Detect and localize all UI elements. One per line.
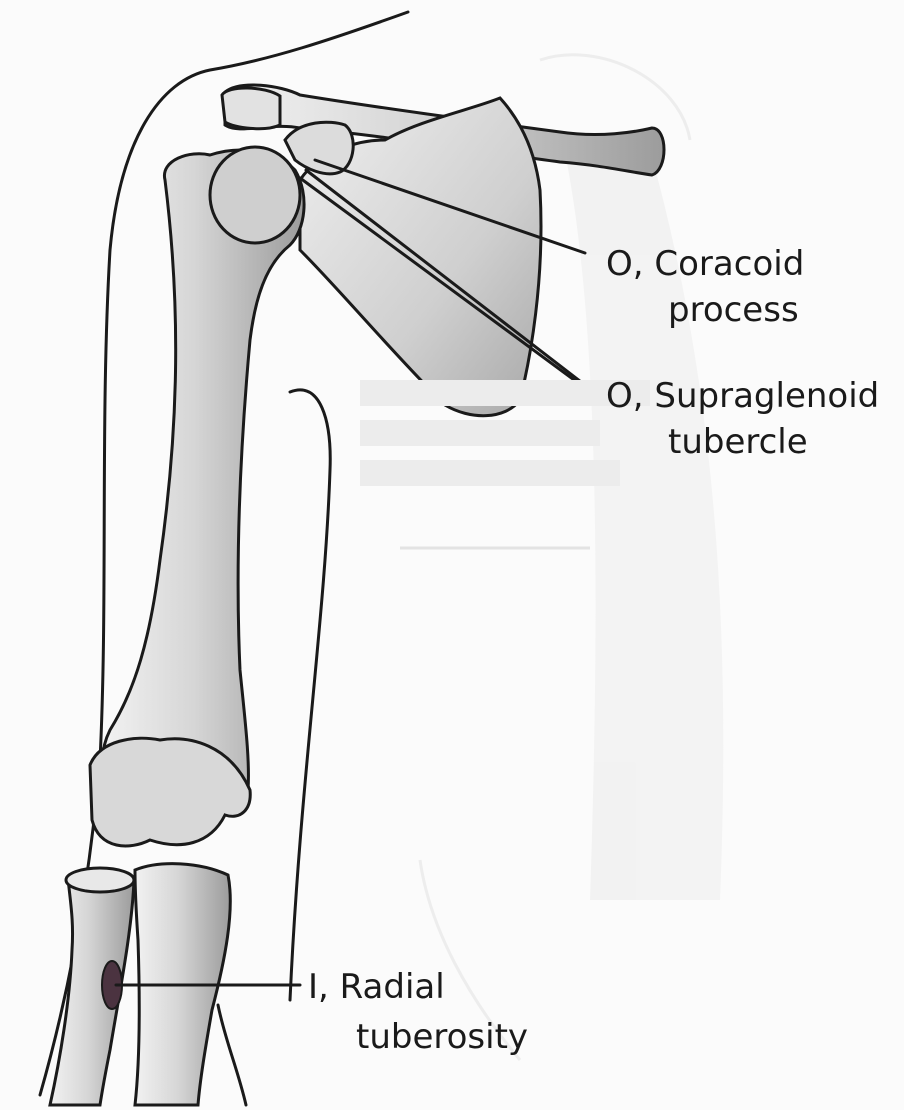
- label-supraglenoid-line1: Supraglenoid: [654, 376, 879, 416]
- label-supraglenoid-line2: tubercle: [668, 420, 808, 464]
- label-radial: I, Radial: [308, 965, 445, 1009]
- label-radial-line1: Radial: [340, 967, 445, 1007]
- label-radial-line2: tuberosity: [356, 1015, 528, 1059]
- label-coracoid-line1: Coracoid: [654, 244, 804, 284]
- label-supraglenoid: O, Supraglenoid: [606, 374, 879, 418]
- label-coracoid-line2: process: [668, 288, 799, 332]
- label-coracoid-prefix: O,: [606, 244, 644, 284]
- label-radial-prefix: I,: [308, 967, 329, 1007]
- label-supraglenoid-prefix: O,: [606, 376, 644, 416]
- scapula: [285, 98, 541, 416]
- humerus: [90, 147, 304, 846]
- label-coracoid: O, Coracoid: [606, 242, 804, 286]
